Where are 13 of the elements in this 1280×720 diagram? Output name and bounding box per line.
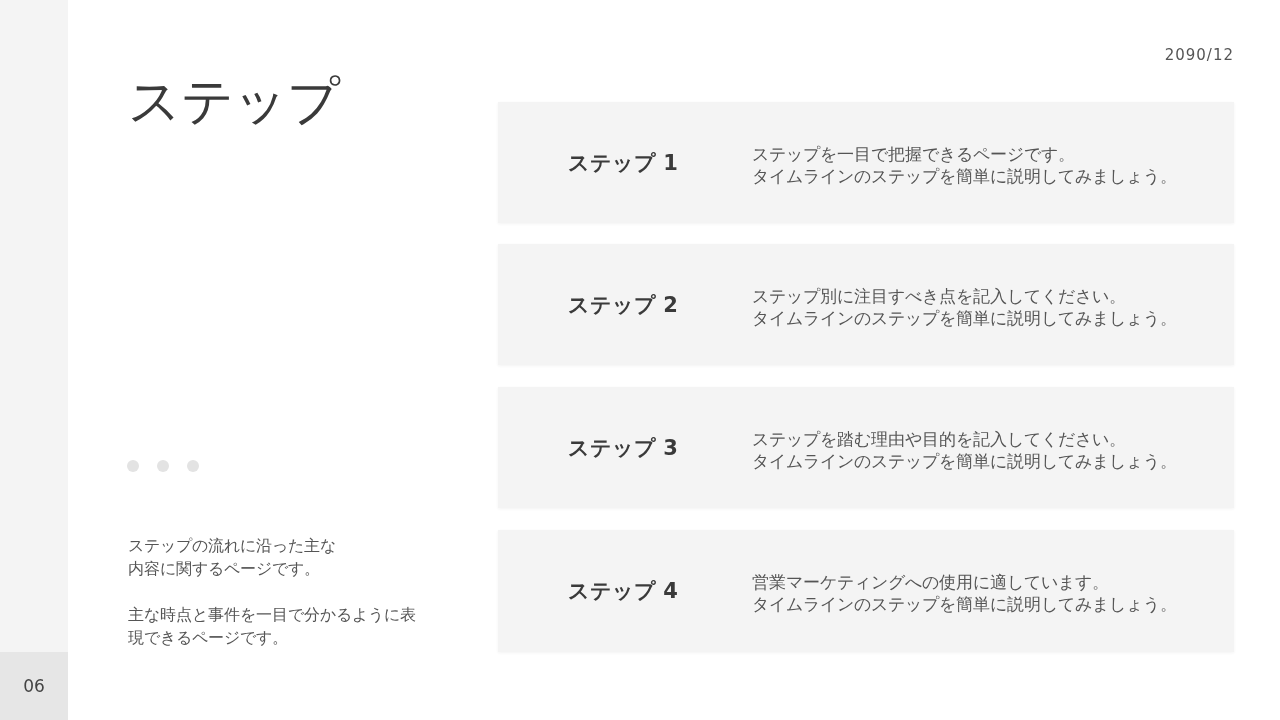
step-description: ステップを踏む理由や目的を記入してください。タイムラインのステップを簡単に説明してみましょう。	[752, 427, 1178, 472]
step-heading: ステップ 2	[568, 291, 678, 319]
date-label: 2090/12	[1164, 46, 1234, 64]
page-title: ステップ	[128, 70, 340, 133]
step-heading: ステップ 1	[568, 149, 678, 177]
intro-paragraph: 主な時点と事件を一目で分かるように表現できるページです。	[128, 604, 417, 649]
step-description: ステップ別に注目すべき点を記入してください。タイムラインのステップを簡単に説明してみましょう。	[752, 284, 1178, 329]
step-description: ステップを一目で把握できるページです。タイムラインのステップを簡単に説明してみましょう。	[752, 142, 1178, 187]
intro-paragraph: ステップの流れに沿った主な内容に関するページです。	[128, 535, 337, 580]
step-description: 営業マーケティングへの使用に適しています。タイムラインのステップを簡単に説明してみましょう。	[752, 570, 1178, 615]
step-heading: ステップ 4	[568, 578, 678, 605]
step-heading: ステップ 3	[568, 434, 678, 462]
page-number: 06	[0, 652, 68, 720]
